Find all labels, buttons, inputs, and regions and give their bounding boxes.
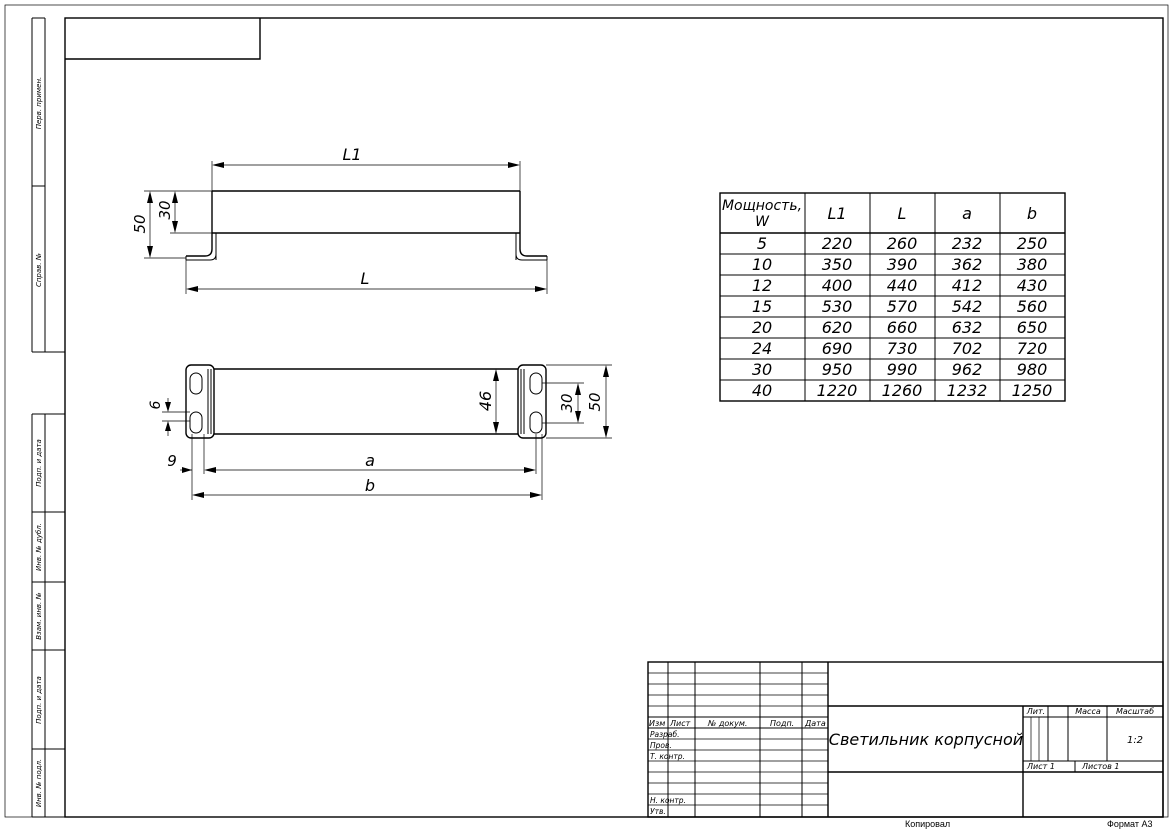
dim-label-30-bottom: 30 <box>558 393 576 412</box>
dim-label-50-bottom: 50 <box>586 392 604 411</box>
table-cell-value: 620 <box>822 318 853 337</box>
table-cell-value: 380 <box>1017 255 1048 274</box>
table-cell-value: 720 <box>1017 339 1048 358</box>
table-cell-value: 530 <box>822 297 853 316</box>
tb-role-prov: Пров. <box>650 741 672 750</box>
side-label-podl: Инв. № подл. <box>35 759 43 807</box>
drawing-frame <box>64 17 1164 818</box>
table-cell-value: 250 <box>1017 234 1048 253</box>
table-cell-value: 400 <box>822 276 853 295</box>
table-cell-value: 412 <box>952 276 983 295</box>
tb-sheet: Лист 1 <box>1026 762 1055 771</box>
table-header-l: L <box>898 204 907 223</box>
table-header-unit: W <box>755 214 770 230</box>
footer-copied: Копировал <box>905 819 950 829</box>
table-cell-power: 10 <box>752 255 772 274</box>
power-table-body: 5 220 260 232 250 10 350 390 362 380 12 400 440 412 43… <box>752 234 1053 400</box>
table-cell-value: 1260 <box>882 381 923 400</box>
dim-label-50-top: 50 <box>131 214 149 233</box>
dim-label-b: b <box>365 476 375 495</box>
tb-role-utv: Утв. <box>650 807 666 816</box>
table-cell-value: 962 <box>952 360 983 379</box>
top-view-dims <box>144 161 548 294</box>
tb-col-docnum: № докум. <box>707 719 747 728</box>
table-cell-value: 990 <box>887 360 918 379</box>
side-label-vzam: Взам. инв. № <box>35 592 43 640</box>
table-cell-value: 542 <box>952 297 983 316</box>
table-cell-value: 980 <box>1017 360 1048 379</box>
dim-label-l1: L1 <box>342 145 361 164</box>
dim-label-30-top: 30 <box>156 200 174 219</box>
table-cell-value: 950 <box>822 360 853 379</box>
tb-col-izm: Изм <box>649 719 665 728</box>
top-view-profile <box>185 190 548 261</box>
table-cell-value: 1250 <box>1012 381 1053 400</box>
table-cell-value: 440 <box>887 276 918 295</box>
side-label-dubl: Инв. № дубл. <box>35 523 43 571</box>
table-cell-value: 220 <box>822 234 853 253</box>
side-strips <box>31 17 65 818</box>
table-cell-power: 40 <box>752 381 772 400</box>
bottom-view-dims <box>162 364 612 500</box>
table-cell-value: 260 <box>887 234 918 253</box>
tb-mass-label: Масса <box>1075 707 1101 716</box>
tb-col-list: Лист <box>669 719 691 728</box>
table-cell-value: 560 <box>1017 297 1048 316</box>
dim-label-9: 9 <box>167 452 177 470</box>
table-cell-value: 702 <box>952 339 983 358</box>
table-cell-power: 30 <box>752 360 772 379</box>
table-cell-power: 5 <box>757 234 767 253</box>
dim-label-l: L <box>361 269 370 288</box>
table-cell-power: 15 <box>752 297 772 316</box>
side-label-podp1: Подп. и дата <box>35 439 43 487</box>
table-cell-value: 632 <box>952 318 983 337</box>
dim-label-a: a <box>365 451 375 470</box>
table-cell-power: 20 <box>752 318 772 337</box>
table-cell-value: 690 <box>822 339 853 358</box>
tb-col-date: Дата <box>804 719 826 728</box>
table-cell-power: 12 <box>752 276 772 295</box>
table-cell-value: 650 <box>1017 318 1048 337</box>
table-cell-value: 730 <box>887 339 918 358</box>
table-cell-value: 362 <box>952 255 983 274</box>
tb-lit-label: Лит. <box>1026 707 1045 716</box>
table-cell-value: 390 <box>887 255 918 274</box>
table-cell-value: 232 <box>952 234 983 253</box>
side-label-perv: Перв. примен. <box>35 77 43 130</box>
table-header-a: a <box>962 204 972 223</box>
tb-col-podp: Подп. <box>770 719 794 728</box>
table-cell-value: 1232 <box>947 381 988 400</box>
top-left-box <box>65 18 261 60</box>
dim-label-6: 6 <box>148 400 164 409</box>
tb-role-nkontr: Н. контр. <box>650 796 686 805</box>
tb-role-tkontr: Т. контр. <box>650 752 685 761</box>
table-cell-value: 430 <box>1017 276 1048 295</box>
bottom-view-plan <box>185 364 547 439</box>
side-label-podp2: Подп. и дата <box>35 676 43 724</box>
table-cell-value: 660 <box>887 318 918 337</box>
power-table-grid <box>719 192 1066 402</box>
title-block-grid <box>647 661 1164 818</box>
tb-sheets: Листов 1 <box>1081 762 1120 771</box>
footer-format: Формат А3 <box>1107 819 1152 829</box>
table-header-l1: L1 <box>827 204 846 223</box>
table-cell-power: 24 <box>752 339 772 358</box>
tb-scale-label: Масштаб <box>1116 707 1154 716</box>
table-cell-value: 350 <box>822 255 853 274</box>
table-header-power: Мощность, <box>722 198 802 214</box>
dim-label-46: 46 <box>476 391 495 411</box>
tb-scale-value: 1:2 <box>1127 735 1143 746</box>
tb-role-razrab: Разраб. <box>650 730 679 739</box>
drawing-title: Светильник корпусной <box>829 730 1023 749</box>
table-cell-value: 570 <box>887 297 918 316</box>
table-cell-value: 1220 <box>817 381 858 400</box>
side-label-sprav: Справ. № <box>35 253 43 287</box>
table-header-b: b <box>1027 204 1037 223</box>
